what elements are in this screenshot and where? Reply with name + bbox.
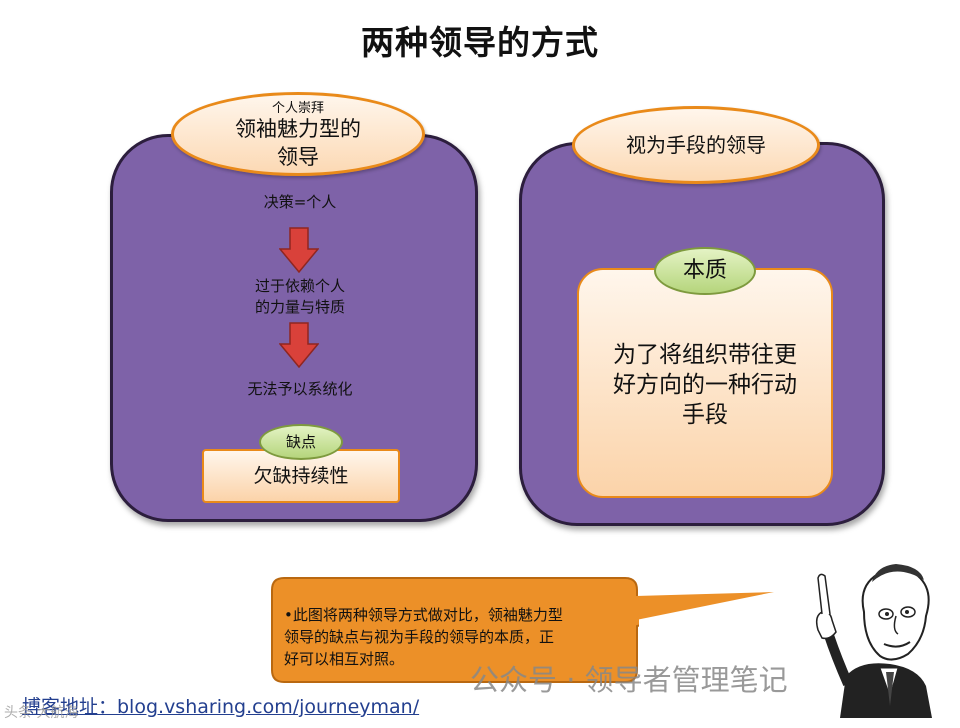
- personality-cult-label: 个人崇拜: [174, 97, 422, 116]
- step-not-systematic: 无法予以系统化: [220, 379, 380, 400]
- charismatic-header-oval: 个人崇拜 领袖魅力型的 领导: [171, 92, 425, 176]
- defect-label-oval: 缺点: [259, 424, 343, 460]
- watermark-sub-text: 头条 大航海: [4, 702, 78, 722]
- step-decision: 决策=个人: [220, 192, 380, 213]
- essence-label-oval: 本质: [654, 247, 756, 295]
- page-title: 两种领导的方式: [0, 16, 960, 64]
- instrumental-title: 视为手段的领导: [575, 109, 817, 181]
- charismatic-title: 领袖魅力型的 领导: [174, 115, 422, 171]
- down-arrow-icon: [279, 227, 319, 273]
- blog-link[interactable]: 博客地址：blog.vsharing.com/journeyman/: [22, 692, 419, 719]
- watermark-text: 公众号 · 领导者管理笔记: [470, 657, 788, 699]
- essence-label: 本质: [656, 249, 754, 293]
- defect-label: 缺点: [261, 426, 341, 458]
- callout-pointer: [636, 590, 776, 624]
- essence-text: 为了将组织带往更 好方向的一种行动 手段: [599, 340, 811, 430]
- pointing-man-illustration: [800, 556, 960, 718]
- step-dependence: 过于依赖个人 的力量与特质: [220, 276, 380, 318]
- essence-box: 为了将组织带往更 好方向的一种行动 手段: [577, 268, 833, 498]
- down-arrow-icon: [279, 322, 319, 368]
- instrumental-header-oval: 视为手段的领导: [572, 106, 820, 184]
